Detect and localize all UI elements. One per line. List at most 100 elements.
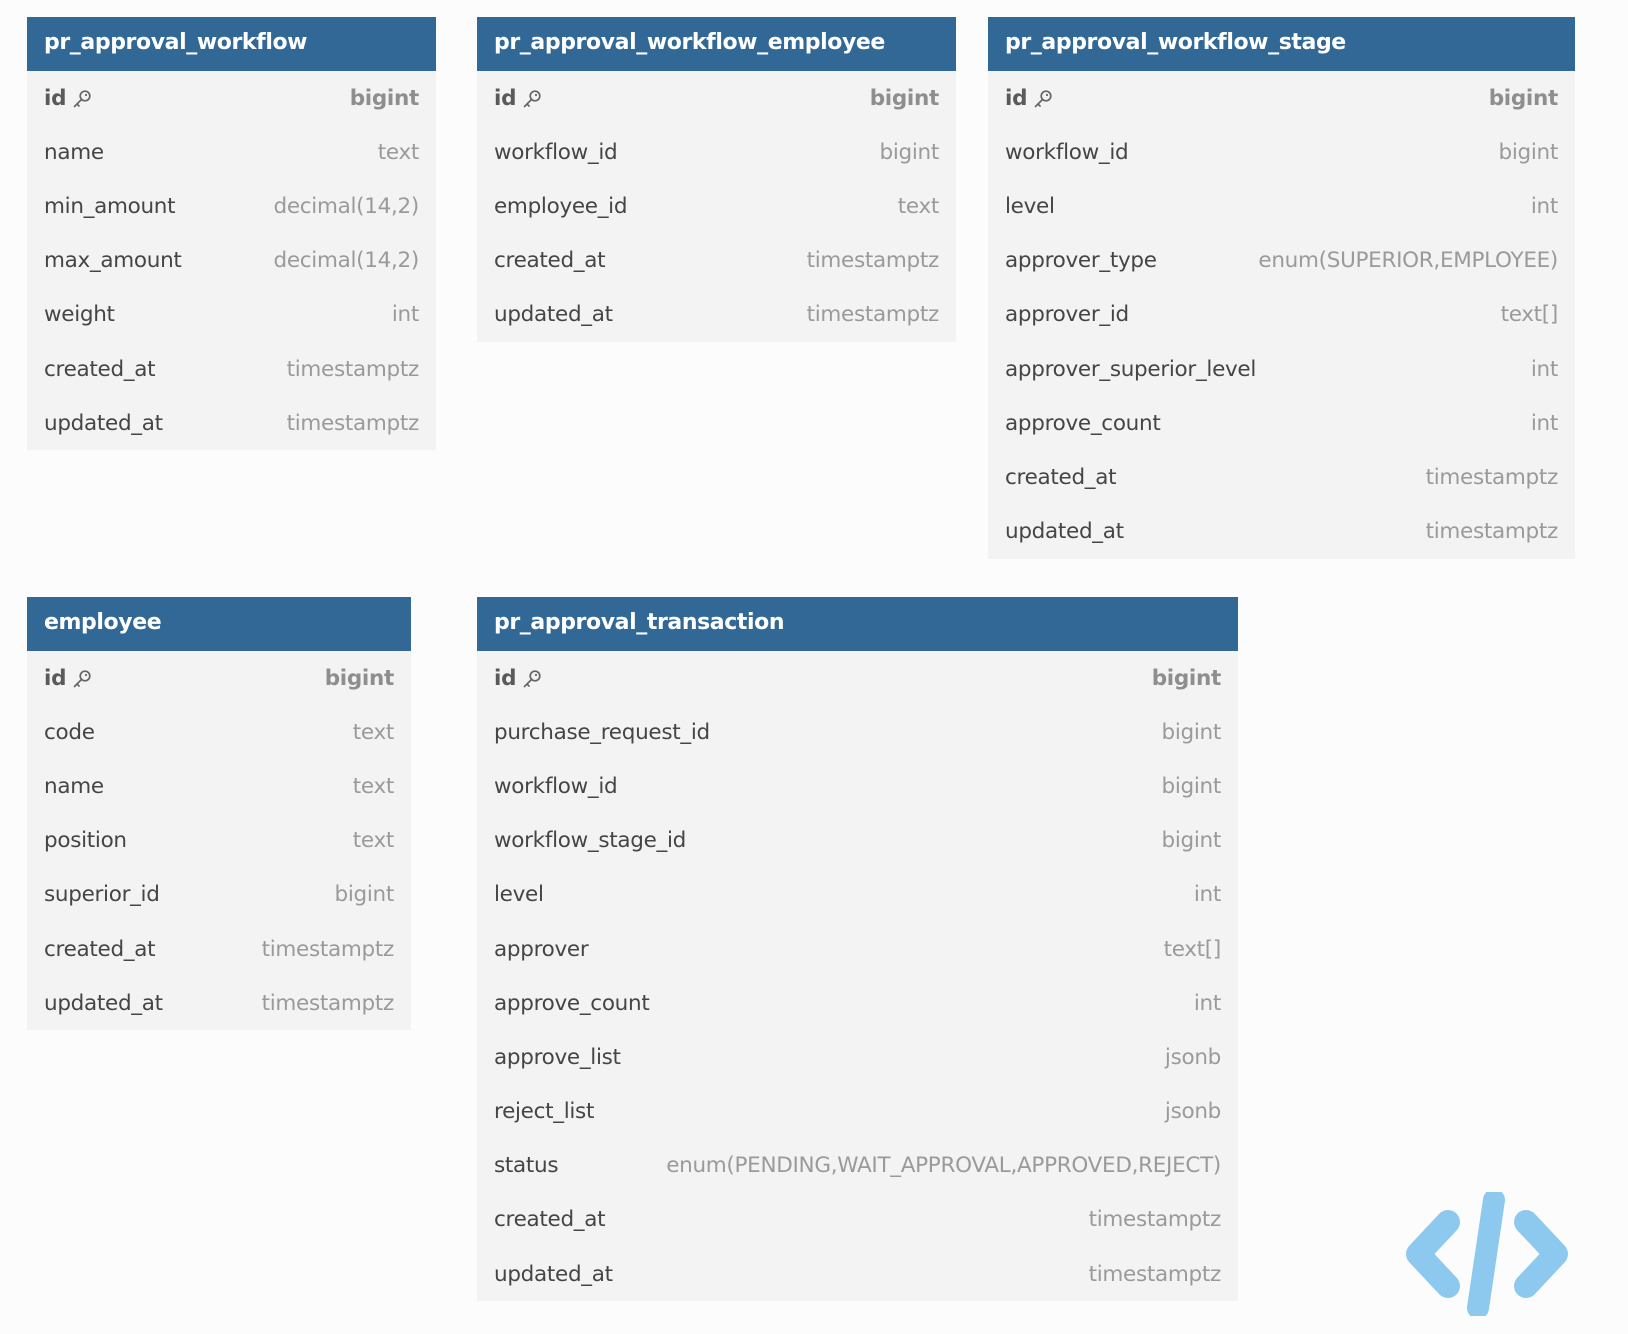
column-type: int: [1530, 193, 1558, 219]
column-type: jsonb: [1164, 1099, 1221, 1125]
column-name-cell: created_at: [494, 1207, 606, 1232]
column-name-cell: approver_id: [1005, 302, 1129, 327]
table-header[interactable]: pr_approval_transaction: [477, 597, 1238, 651]
column-name-cell: created_at: [44, 357, 156, 382]
column-row[interactable]: created_at timestamptz: [477, 234, 956, 288]
column-name: updated_at: [1005, 519, 1124, 545]
column-row[interactable]: level int: [477, 868, 1238, 922]
column-name: approver_id: [1005, 302, 1129, 328]
column-type: jsonb: [1164, 1044, 1221, 1070]
column-row[interactable]: workflow_stage_id bigint: [477, 814, 1238, 868]
column-name-cell: created_at: [44, 937, 156, 962]
column-row[interactable]: workflow_id bigint: [477, 759, 1238, 813]
column-name: approve_count: [1005, 410, 1161, 436]
column-row[interactable]: approve_count int: [477, 976, 1238, 1030]
key-icon: [73, 89, 91, 107]
column-name: status: [494, 1153, 559, 1179]
table-header[interactable]: pr_approval_workflow: [27, 17, 436, 71]
column-row[interactable]: approver_id text[]: [988, 288, 1575, 342]
column-name-cell: id: [44, 666, 92, 691]
column-type: bigint: [1161, 828, 1222, 854]
column-name-cell: approve_count: [1005, 410, 1161, 436]
column-name-cell: approve_count: [494, 991, 650, 1016]
column-type: bigint: [1488, 85, 1559, 111]
column-name: id: [1005, 85, 1028, 111]
column-type: int: [1193, 990, 1221, 1016]
column-name-cell: workflow_stage_id: [494, 828, 686, 853]
primary-key-row[interactable]: id bigint: [988, 71, 1575, 125]
column-name-cell: purchase_request_id: [494, 720, 710, 745]
column-type: text[]: [1163, 936, 1222, 962]
column-name-cell: min_amount: [44, 194, 176, 219]
column-type: int: [1193, 882, 1221, 908]
column-row[interactable]: superior_id bigint: [27, 868, 411, 922]
column-type: enum(SUPERIOR,EMPLOYEE): [1258, 248, 1558, 274]
key-icon: [523, 669, 541, 687]
key-icon: [1034, 89, 1052, 107]
column-type: enum(PENDING,WAIT_APPROVAL,APPROVED,REJE…: [666, 1153, 1221, 1179]
column-name: created_at: [494, 248, 606, 274]
column-type: text[]: [1500, 302, 1559, 328]
column-name-cell: level: [494, 882, 544, 907]
table-header[interactable]: pr_approval_workflow_stage: [988, 17, 1575, 71]
column-type: bigint: [1151, 665, 1222, 691]
column-type: timestamptz: [806, 248, 940, 274]
column-name: superior_id: [44, 882, 160, 908]
column-name: created_at: [1005, 464, 1117, 490]
column-name-cell: id: [494, 86, 542, 111]
column-name: weight: [44, 302, 115, 328]
column-row[interactable]: level int: [988, 179, 1575, 233]
column-name: max_amount: [44, 248, 182, 274]
column-type: bigint: [1161, 773, 1222, 799]
column-type: bigint: [869, 85, 940, 111]
column-name-cell: id: [44, 86, 92, 111]
column-name-cell: workflow_id: [494, 140, 618, 165]
column-name-cell: level: [1005, 194, 1055, 219]
table-header[interactable]: pr_approval_workflow_employee: [477, 17, 956, 71]
column-type: bigint: [334, 882, 395, 908]
column-row[interactable]: status enum(PENDING,WAIT_APPROVAL,APPROVE…: [477, 1139, 1238, 1193]
column-name: purchase_request_id: [494, 719, 710, 745]
column-name-cell: weight: [44, 302, 115, 327]
code-brackets-logo-icon: [1406, 1192, 1568, 1316]
column-name-cell: created_at: [494, 248, 606, 274]
column-name-cell: workflow_id: [494, 774, 618, 799]
table-header[interactable]: employee: [27, 597, 411, 651]
column-name: id: [44, 665, 67, 691]
primary-key-row[interactable]: id bigint: [477, 71, 956, 125]
